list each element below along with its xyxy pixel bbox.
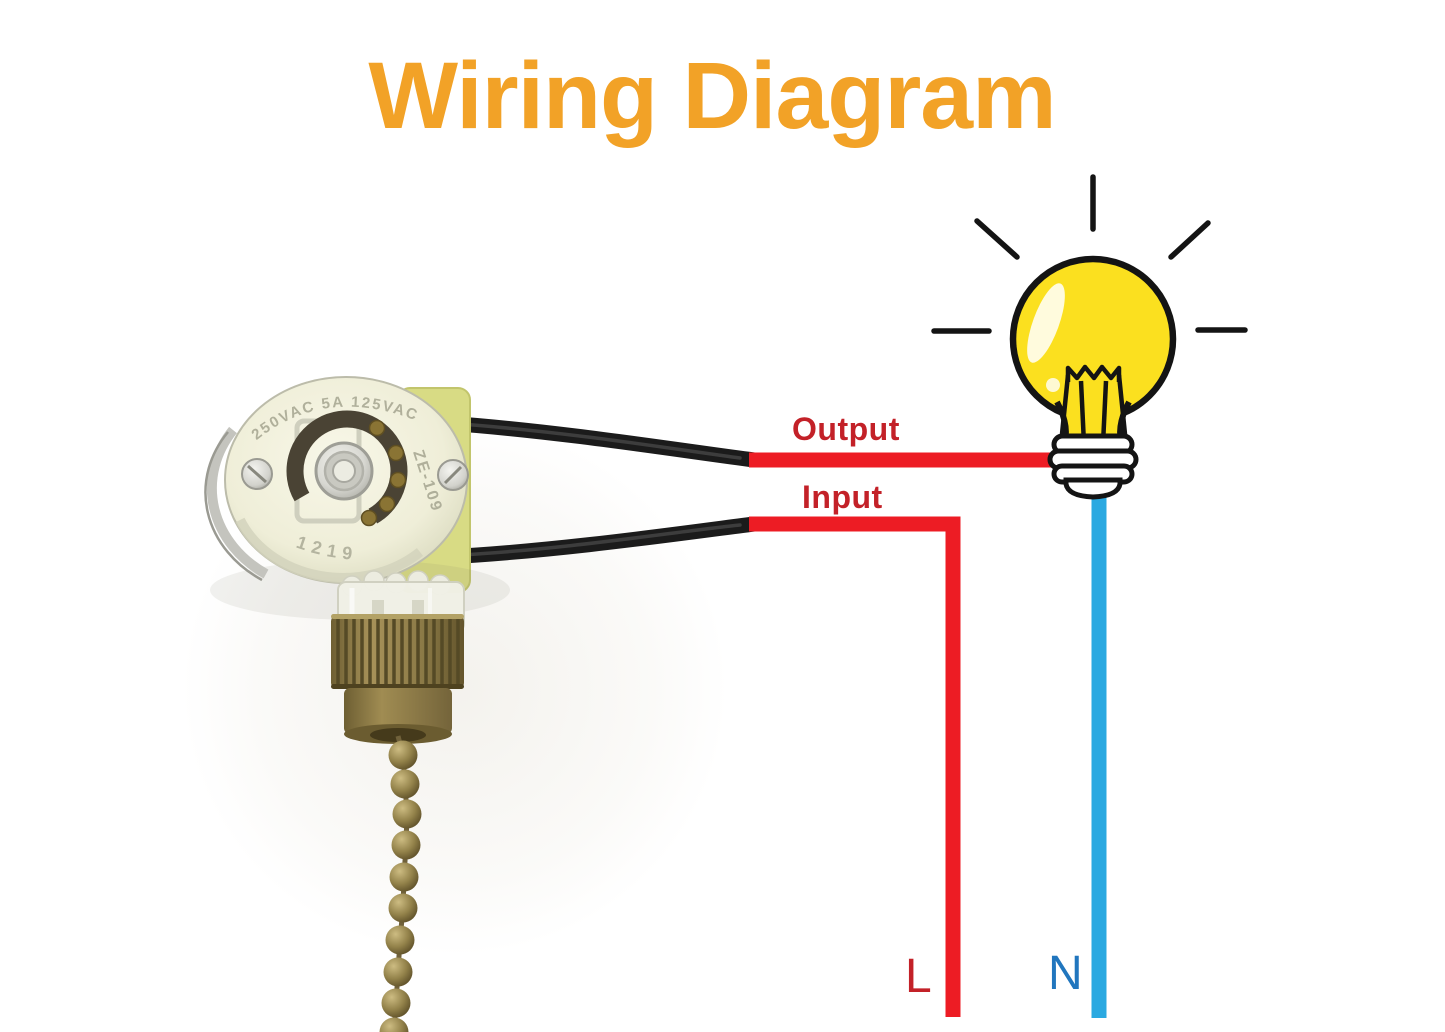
light-rays [931, 174, 1248, 334]
switch-screw-right [437, 459, 469, 491]
bearing-ball [368, 419, 386, 437]
switch-metal-band-shade [204, 431, 263, 582]
screw-slot [443, 465, 463, 485]
ray-upper-right [1168, 220, 1211, 260]
chain-bead [392, 799, 422, 829]
chain-bead [379, 1017, 409, 1032]
chain-bead [388, 740, 418, 770]
wires [437, 415, 1107, 1018]
bearing-ball [378, 495, 396, 513]
switch-black-lead-bottom-highlight [458, 523, 742, 557]
nut-bottom-edge [331, 684, 464, 689]
chain-bead [383, 957, 413, 987]
chain-bead [381, 988, 411, 1018]
switch-metal-band [206, 426, 269, 579]
filament-leg-outer-left [1058, 374, 1071, 445]
bulb-highlight-dot [1046, 378, 1060, 392]
pull-chain-switch-photo: 250VAC 5A 125VAC ZE-109 1219 [204, 376, 510, 1032]
switch-screw-left [241, 458, 273, 490]
bearing-ball [387, 444, 405, 462]
input-wire-label: Input [802, 479, 883, 515]
chain-bead [385, 925, 415, 955]
collar-slot [372, 600, 384, 614]
page-title: Wiring Diagram [368, 43, 1056, 149]
ray-upper-left [974, 218, 1020, 260]
bulb-screw-base [1047, 433, 1139, 500]
nut-top-edge [331, 614, 464, 619]
ferrule-body [344, 688, 452, 734]
switch-knurled-nut [331, 614, 464, 689]
output-wire-label: Output [792, 411, 900, 447]
bearing-ball [360, 509, 378, 527]
chain-bead [390, 769, 420, 799]
filament-leg-outer-right [1116, 374, 1129, 445]
collar-slot [412, 600, 424, 614]
bearing-ball [389, 471, 407, 489]
switch-hub-hole [332, 459, 356, 483]
switch-black-lead-top-highlight [458, 422, 742, 460]
nut-body [331, 616, 464, 688]
chain-bead [389, 862, 419, 892]
pull-chain [379, 735, 422, 1032]
switch-bearings [360, 419, 407, 527]
bulb-highlight [1027, 283, 1065, 363]
input-wire-red [749, 516, 961, 1017]
light-bulb-icon [931, 174, 1248, 500]
screw-slot [247, 464, 267, 484]
neutral-terminal-label: N [1048, 947, 1083, 1000]
base-bottom-cap [1063, 477, 1123, 500]
chain-bead [388, 893, 418, 923]
switch-body-inner-shade [235, 517, 424, 583]
live-terminal-label: L [905, 950, 932, 1003]
ferrule-opening [370, 728, 426, 742]
chain-bead [391, 830, 421, 860]
filament-zigzag [1065, 364, 1122, 382]
switch-ferrule [344, 688, 452, 744]
